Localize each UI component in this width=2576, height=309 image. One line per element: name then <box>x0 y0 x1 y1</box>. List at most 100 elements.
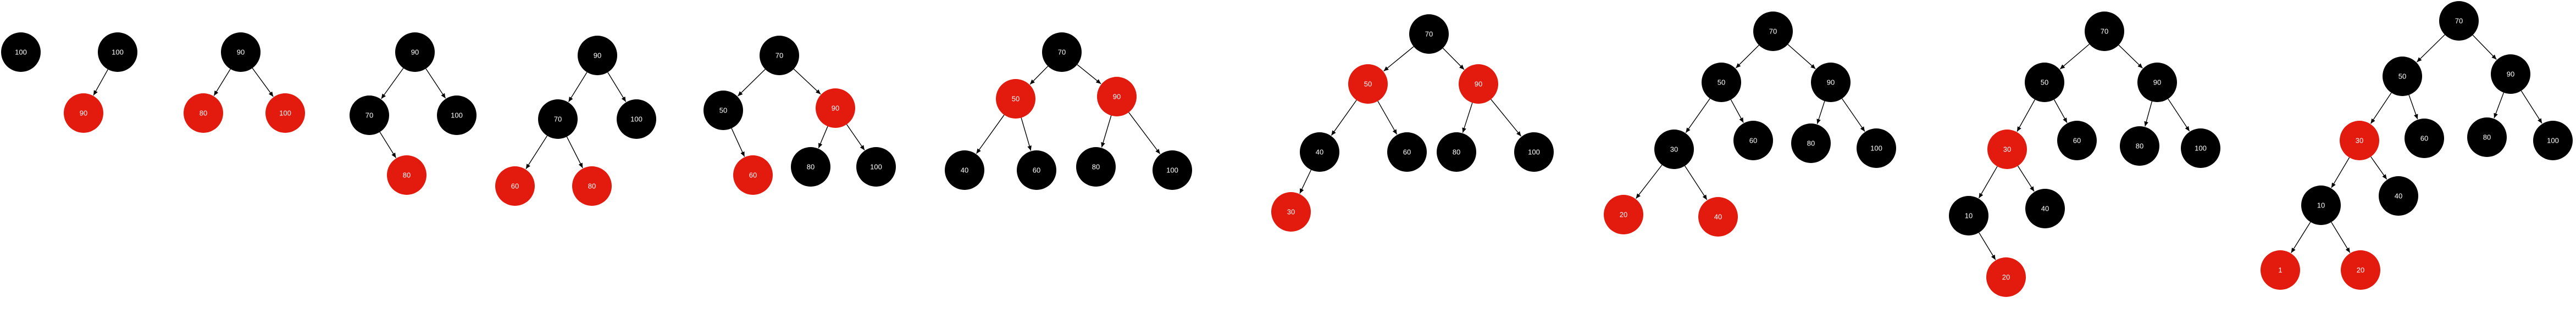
node-circle <box>1654 130 1694 169</box>
black-tree-node: 80 <box>1437 132 1476 172</box>
node-circle <box>1153 150 1192 190</box>
node-label: 100 <box>1528 148 1540 156</box>
tree-1: 100 <box>1 32 41 72</box>
red-tree-node: 1 <box>2261 250 2300 290</box>
red-tree-node: 20 <box>1986 257 2026 297</box>
node-circle <box>1271 192 1311 232</box>
black-tree-node: 90 <box>221 32 261 72</box>
node-label: 50 <box>1364 80 1372 88</box>
node-label: 90 <box>594 52 601 60</box>
edge-arrow <box>2472 35 2497 60</box>
node-label: 60 <box>2420 134 2428 143</box>
edge-arrow <box>607 72 627 102</box>
black-tree-node: 100 <box>617 99 656 139</box>
black-tree-node: 100 <box>856 147 896 187</box>
black-tree-node: 100 <box>1514 132 1554 172</box>
black-tree-node: 60 <box>2405 119 2444 158</box>
node-label: 90 <box>832 104 839 113</box>
edge-arrow <box>2017 165 2035 192</box>
edge-arrow <box>1636 165 1663 199</box>
edge-arrow <box>1730 99 1744 123</box>
black-tree-node: 40 <box>2025 189 2065 228</box>
edge-arrow <box>1101 115 1112 148</box>
node-circle <box>1459 64 1498 104</box>
red-tree-node: 90 <box>1459 64 1498 104</box>
node-circle <box>1987 130 2027 169</box>
edge-arrow <box>2331 157 2350 188</box>
edge-arrow <box>566 136 583 168</box>
node-label: 80 <box>200 109 207 117</box>
node-circle <box>538 99 578 139</box>
node-circle <box>1733 121 1773 160</box>
node-circle <box>1698 197 1738 237</box>
edge-arrow <box>1462 103 1473 133</box>
black-tree-node: 100 <box>98 32 137 72</box>
node-circle <box>1949 196 1988 235</box>
node-circle <box>760 36 799 75</box>
node-circle <box>2383 57 2422 96</box>
node-circle <box>1042 32 1082 72</box>
node-circle <box>350 95 389 135</box>
node-label: 70 <box>1058 48 1066 57</box>
edge-arrow <box>1979 232 1996 260</box>
edge-arrow <box>818 126 828 149</box>
edge-arrow <box>213 69 231 96</box>
black-tree-node: 90 <box>2491 54 2530 94</box>
black-tree-node: 10 <box>2301 186 2341 225</box>
edge-arrow <box>425 68 446 99</box>
node-label: 50 <box>2041 78 2048 87</box>
red-tree-node: 90 <box>64 93 103 133</box>
node-circle <box>1437 132 1476 172</box>
black-tree-node: 80 <box>791 147 830 187</box>
node-circle <box>1097 77 1137 116</box>
edge-arrow <box>2291 222 2311 254</box>
node-label: 100 <box>451 111 463 120</box>
node-label: 70 <box>2101 27 2108 36</box>
node-label: 70 <box>2455 17 2463 25</box>
node-label: 100 <box>630 115 642 123</box>
node-label: 100 <box>112 48 124 57</box>
node-circle <box>395 32 435 72</box>
node-circle <box>184 93 223 133</box>
node-circle <box>495 166 535 206</box>
edge-arrow <box>2059 43 2090 70</box>
black-tree-node: 70 <box>2439 1 2479 41</box>
red-tree-node: 20 <box>1604 195 1643 234</box>
tree-2: 100 90 <box>64 32 137 133</box>
node-label: 30 <box>1670 145 1678 154</box>
node-circle <box>437 95 477 135</box>
node-circle <box>1604 195 1643 234</box>
edge-arrow <box>731 128 745 157</box>
node-circle <box>1017 150 1056 190</box>
node-circle <box>2533 121 2573 160</box>
node-circle <box>2057 121 2097 160</box>
edge-arrow <box>1331 99 1357 136</box>
edge-arrow <box>1021 117 1032 151</box>
tree-8-edges <box>1299 46 1522 194</box>
edge-arrow <box>2144 101 2153 127</box>
edge-arrow <box>2416 34 2445 63</box>
black-tree-node: 40 <box>2379 176 2418 216</box>
node-circle <box>2379 176 2418 216</box>
node-circle <box>2085 12 2124 51</box>
black-tree-node: 60 <box>1387 132 1427 172</box>
black-tree-node: 40 <box>1300 132 1339 172</box>
tree-7-edges <box>976 64 1161 154</box>
red-tree-node: 60 <box>495 166 535 206</box>
node-circle <box>945 150 984 190</box>
node-label: 30 <box>2356 137 2363 145</box>
black-tree-node: 60 <box>2057 121 2097 160</box>
node-circle <box>617 99 656 139</box>
node-label: 50 <box>1718 78 1725 87</box>
black-tree-node: 60 <box>1733 121 1773 160</box>
node-circle <box>2137 63 2177 102</box>
node-label: 50 <box>1012 95 1020 103</box>
edges-layer <box>93 34 2542 260</box>
black-tree-node: 70 <box>1409 14 1449 54</box>
edge-arrow <box>381 68 404 99</box>
